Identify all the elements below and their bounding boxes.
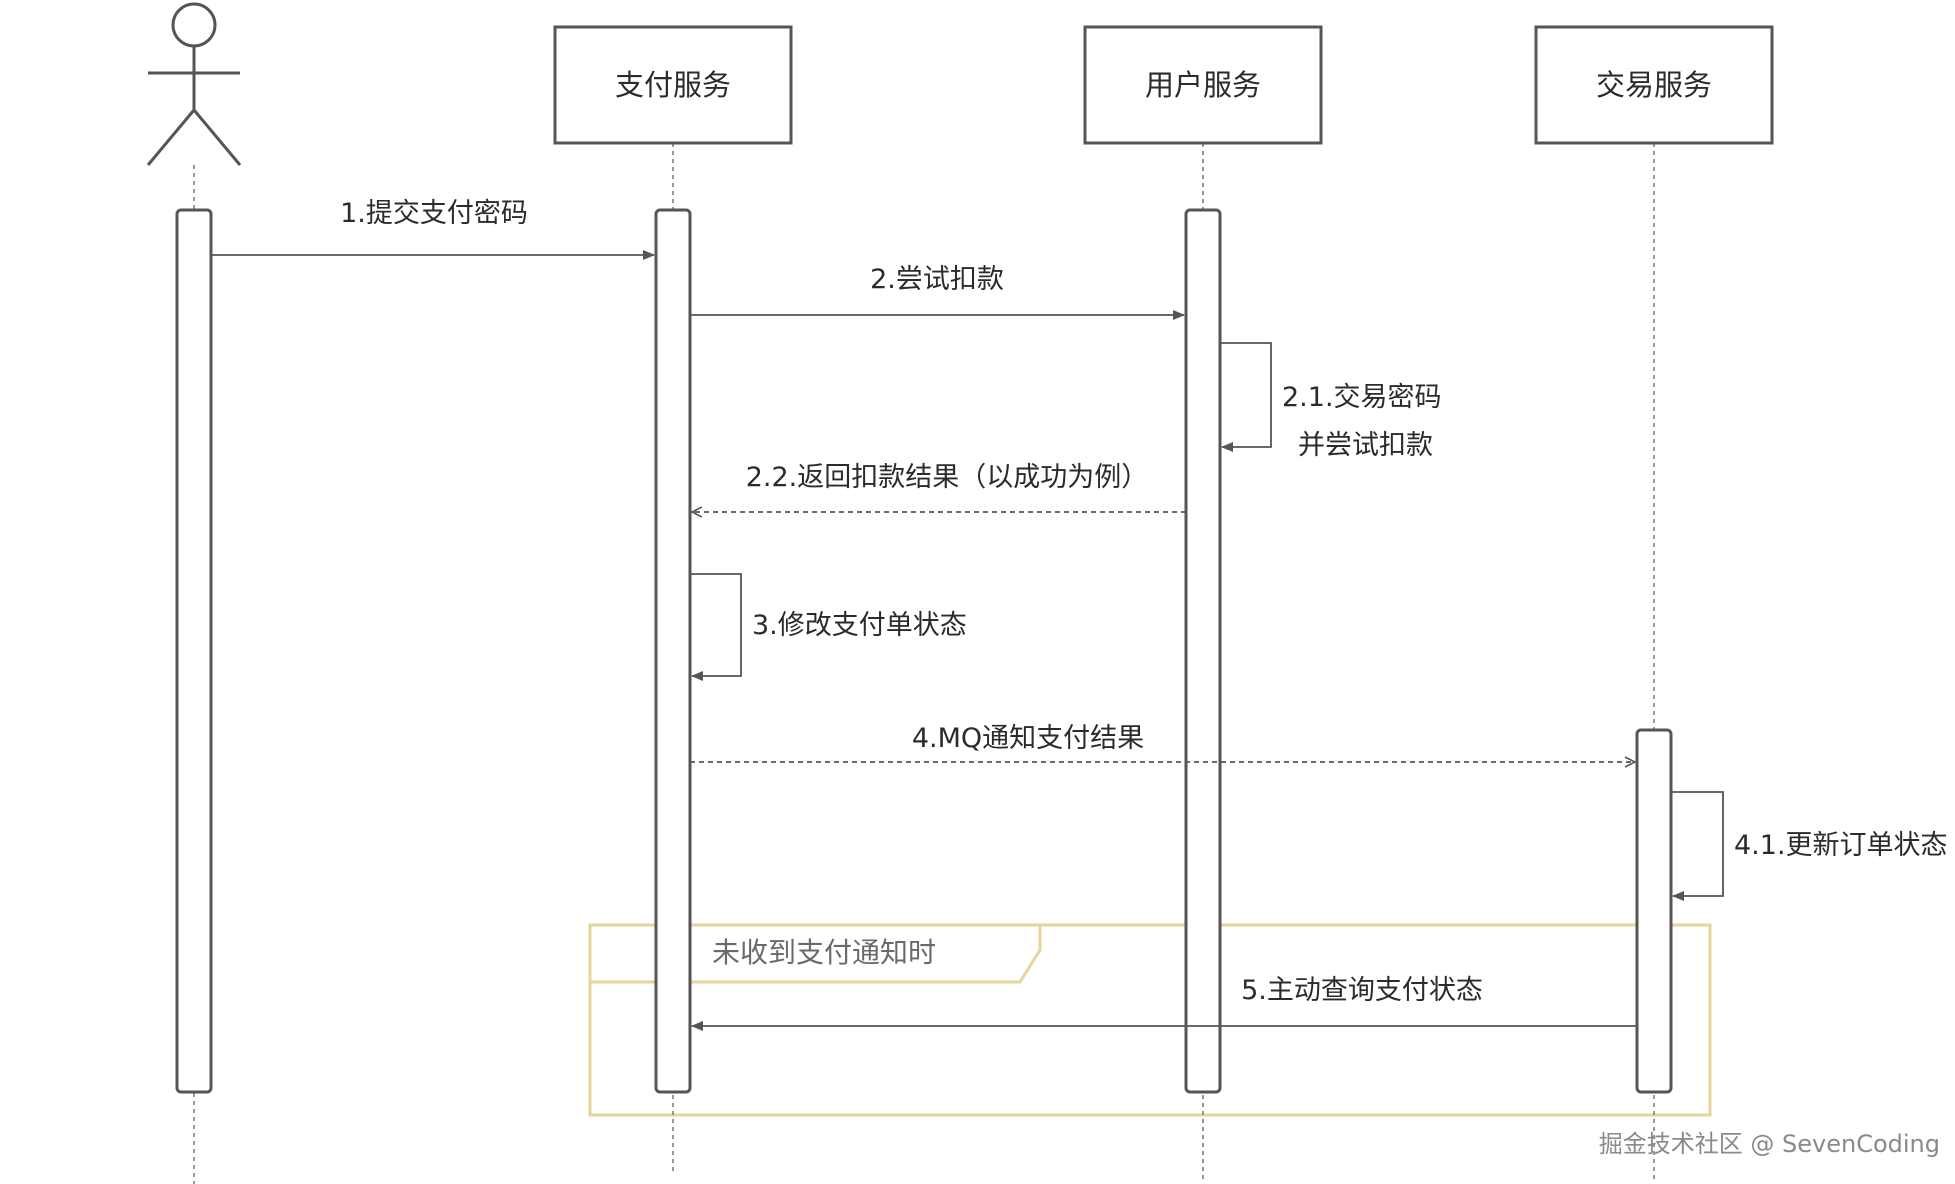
fragment-label: 未收到支付通知时 <box>712 936 936 969</box>
message-4-1-label: 4.1.更新订单状态 <box>1734 830 1948 861</box>
participant-pay-service: 支付服务 <box>553 25 793 145</box>
lifelines <box>193 143 1655 1184</box>
fragment-frame <box>588 923 1712 1117</box>
message-2-1-label-line2: 并尝试扣款 <box>1298 430 1433 461</box>
message-2-label: 2.尝试扣款 <box>870 264 1004 295</box>
activation-trade <box>1635 728 1673 1094</box>
fragment-unreceived-notification <box>588 923 1712 1117</box>
message-4-label: 4.MQ通知支付结果 <box>912 723 1144 754</box>
participant-trade-service: 交易服务 <box>1534 25 1774 145</box>
participant-user-label: 用户服务 <box>1145 68 1261 102</box>
message-3-label: 3.修改支付单状态 <box>752 610 967 641</box>
message-5-label: 5.主动查询支付状态 <box>1241 975 1483 1006</box>
participant-trade-label: 交易服务 <box>1596 68 1712 102</box>
message-2-1: 2.1.交易密码 并尝试扣款 <box>1220 342 1442 461</box>
activation-user <box>1184 208 1222 1094</box>
actor-icon <box>146 2 242 166</box>
fragment-label-tab <box>590 925 1042 984</box>
message-1: 1.提交支付密码 <box>211 198 655 260</box>
message-2: 2.尝试扣款 <box>690 264 1185 320</box>
message-2-2-label: 2.2.返回扣款结果（以成功为例） <box>746 462 1149 493</box>
message-2-1-label-line1: 2.1.交易密码 <box>1282 382 1442 413</box>
activation-actor <box>175 208 213 1094</box>
message-1-label: 1.提交支付密码 <box>340 198 528 229</box>
watermark: 掘金技术社区 @ SevenCoding <box>1599 1130 1940 1158</box>
message-4-1: 4.1.更新订单状态 <box>1671 791 1948 901</box>
message-2-2: 2.2.返回扣款结果（以成功为例） <box>692 462 1186 512</box>
message-5: 5.主动查询支付状态 <box>691 975 1637 1031</box>
activation-pay <box>654 208 692 1094</box>
message-3: 3.修改支付单状态 <box>690 573 967 681</box>
participant-user-service: 用户服务 <box>1083 25 1323 145</box>
participant-pay-label: 支付服务 <box>615 68 731 102</box>
activation-bars <box>175 208 1673 1094</box>
message-4: 4.MQ通知支付结果 <box>690 723 1635 762</box>
